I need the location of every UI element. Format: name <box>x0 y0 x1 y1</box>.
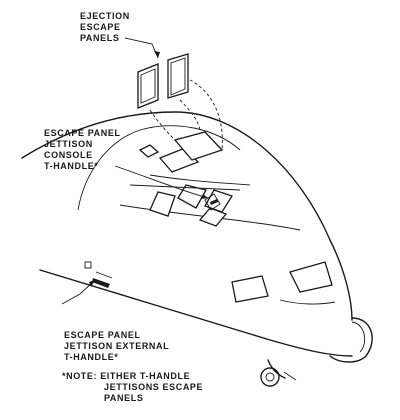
label-line: EJECTION <box>80 11 130 21</box>
windscreen-right <box>198 207 228 227</box>
roof-window-right <box>173 131 224 161</box>
callout-leaders <box>61 37 209 305</box>
roof-window-left <box>138 144 160 158</box>
label-line: ESCAPE PANEL <box>44 128 121 138</box>
label-line: JETTISON EXTERNAL <box>64 341 170 351</box>
label-external-t-handle: ESCAPE PANEL JETTISON EXTERNAL T-HANDLE* <box>64 330 169 363</box>
label-line: T-HANDLE* <box>64 352 119 362</box>
landing-gear <box>260 359 297 387</box>
cockpit-frame <box>129 131 251 227</box>
note-line: JETTISONS ESCAPE <box>104 382 204 392</box>
ejection-escape-panels <box>137 53 223 151</box>
label-console-t-handle: ESCAPE PANEL JETTISON CONSOLE T-HANDLE* <box>44 128 121 172</box>
label-line: CONSOLE <box>44 150 93 160</box>
note-line: PANELS <box>104 393 144 403</box>
escape-panel-right <box>167 53 189 99</box>
note-text: *NOTE: EITHER T-HANDLE JETTISONS ESCAPE … <box>62 371 203 404</box>
note-line: *NOTE: EITHER T-HANDLE <box>62 371 191 381</box>
label-line: ESCAPE PANEL <box>64 330 141 340</box>
side-windows <box>231 261 336 305</box>
label-line: JETTISON <box>44 139 93 149</box>
windscreen-left <box>149 191 176 217</box>
label-line: PANELS <box>80 33 120 43</box>
label-ejection-escape-panels: EJECTION ESCAPE PANELS <box>80 11 130 44</box>
label-line: ESCAPE <box>80 22 121 32</box>
external-t-handle-icon <box>84 261 113 288</box>
console-t-handle-icon <box>204 193 221 211</box>
label-line: T-HANDLE* <box>44 161 99 171</box>
